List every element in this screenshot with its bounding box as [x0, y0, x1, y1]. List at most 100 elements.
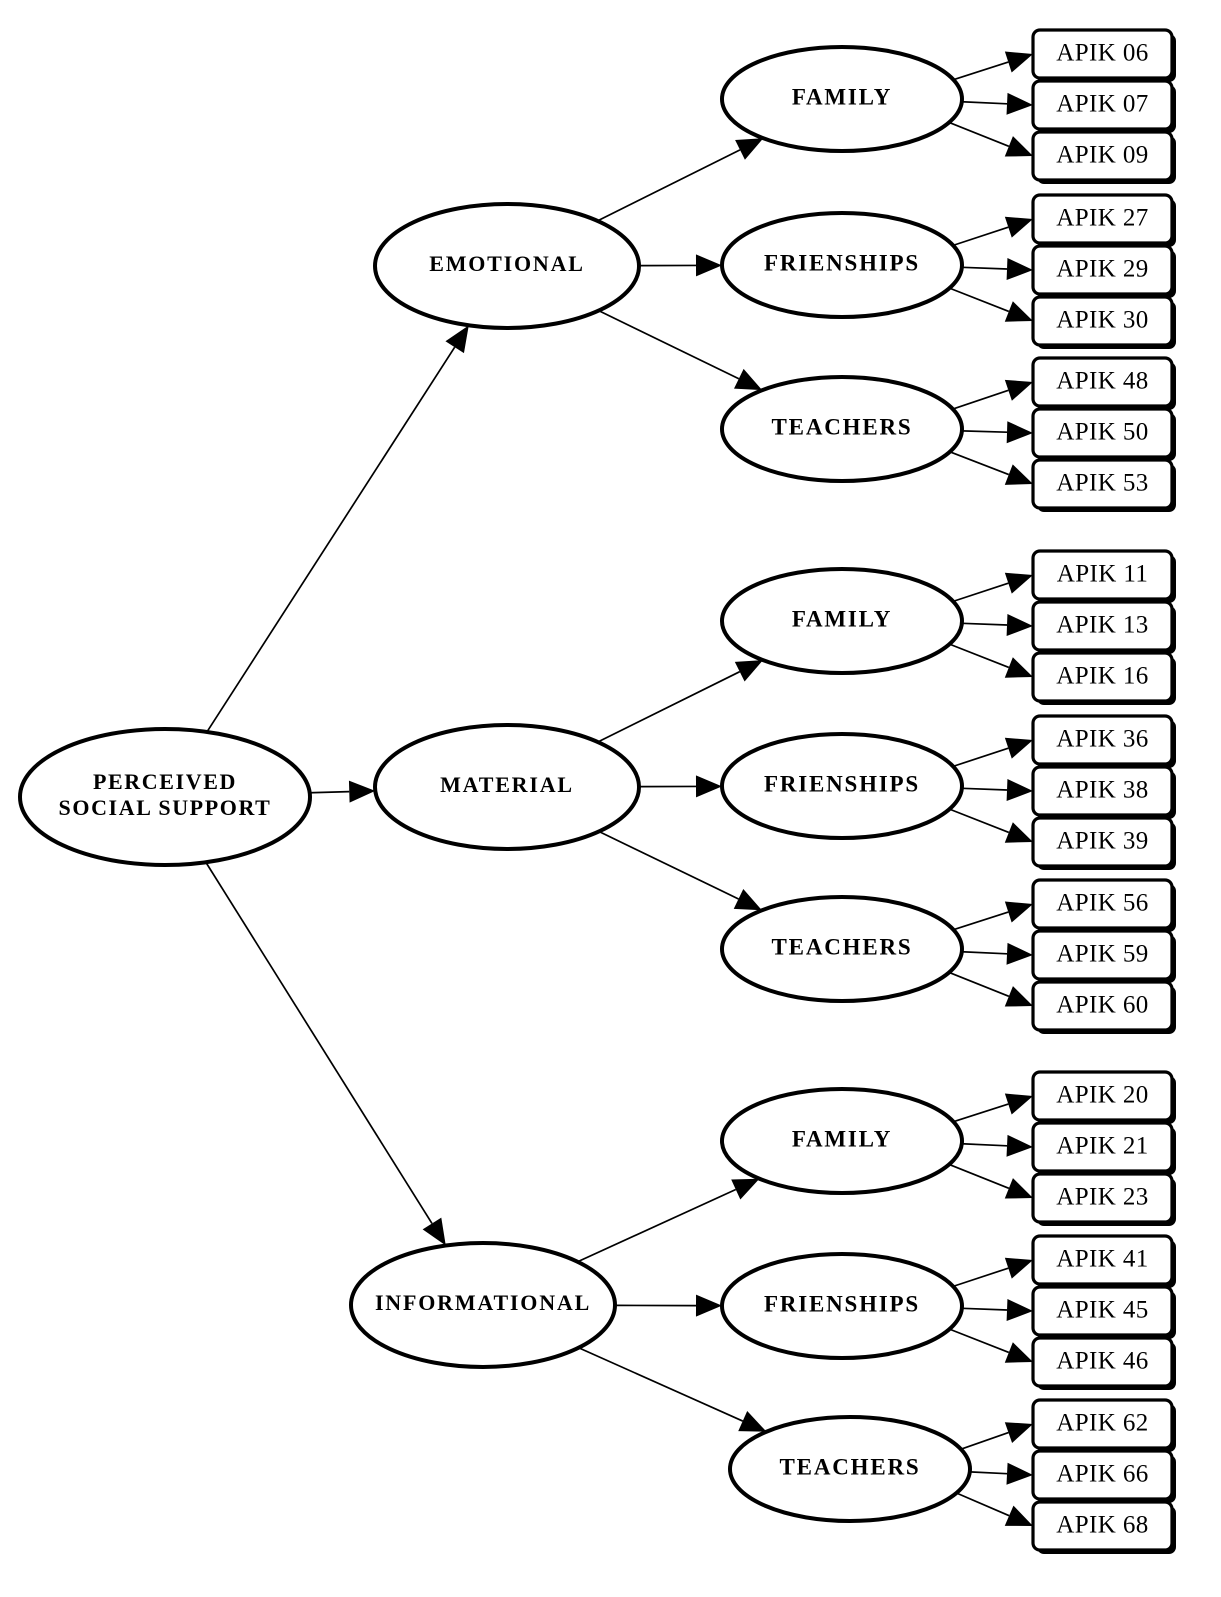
indicator-label: APIK 39: [1056, 828, 1148, 855]
node-material-family-label: FAMILY: [792, 606, 892, 631]
node-informational-friendships[interactable]: FRIENSHIPS: [720, 1252, 964, 1360]
node-informational-teachers[interactable]: TEACHERS: [728, 1415, 972, 1523]
node-informational-teachers-label: TEACHERS: [780, 1454, 921, 1479]
node-material-label: MATERIAL: [440, 772, 574, 797]
indicator-label: APIK 30: [1056, 307, 1148, 334]
indicator-label: APIK 23: [1056, 1184, 1148, 1211]
node-material-teachers[interactable]: TEACHERS: [720, 895, 964, 1003]
node-emotional-friendships-label: FRIENSHIPS: [764, 250, 920, 275]
indicator-label: APIK 46: [1056, 1348, 1148, 1375]
indicator-apik-50[interactable]: APIK 50: [1031, 407, 1176, 461]
indicator-apik-29[interactable]: APIK 29: [1031, 244, 1176, 298]
node-material-friendships[interactable]: FRIENSHIPS: [720, 732, 964, 840]
indicator-box: [1031, 1070, 1174, 1122]
indicator-label: APIK 38: [1056, 777, 1148, 804]
arrow-head: [1004, 51, 1033, 73]
indicator-box: [1031, 878, 1174, 930]
indicator-label: APIK 60: [1056, 992, 1148, 1019]
node-material-friendships-ellipse: [720, 732, 964, 840]
node-material-ellipse: [373, 723, 641, 851]
indicator-apik-07[interactable]: APIK 07: [1031, 79, 1176, 133]
node-material-teachers-label: TEACHERS: [772, 934, 913, 959]
node-emotional-family-ellipse: [720, 45, 964, 153]
indicator-apik-39[interactable]: APIK 39: [1031, 816, 1176, 870]
indicator-apik-11[interactable]: APIK 11: [1031, 549, 1176, 603]
arrow-head: [1006, 614, 1033, 637]
node-perceived-social-support-ellipse: [18, 727, 312, 867]
node-emotional-teachers-label: TEACHERS: [772, 414, 913, 439]
arrow-head: [445, 325, 469, 354]
arrow-head: [733, 368, 763, 391]
node-material-teachers-ellipse: [720, 895, 964, 1003]
indicator-apik-16[interactable]: APIK 16: [1031, 651, 1176, 705]
node-emotional-family[interactable]: FAMILY: [720, 45, 964, 153]
indicator-box: [1031, 816, 1174, 868]
indicator-apik-46[interactable]: APIK 46: [1031, 1336, 1176, 1390]
indicator-apik-38[interactable]: APIK 38: [1031, 765, 1176, 819]
indicator-apik-41[interactable]: APIK 41: [1031, 1234, 1176, 1288]
indicator-label: APIK 06: [1056, 40, 1148, 67]
indicator-apik-62[interactable]: APIK 62: [1031, 1398, 1176, 1452]
arrow-head: [1004, 822, 1033, 843]
indicator-apik-59[interactable]: APIK 59: [1031, 929, 1176, 983]
indicator-apik-48[interactable]: APIK 48: [1031, 356, 1176, 410]
indicator-label: APIK 27: [1056, 205, 1148, 232]
arrow-head: [695, 1294, 723, 1317]
indicator-apik-45[interactable]: APIK 45: [1031, 1285, 1176, 1339]
indicator-apik-23[interactable]: APIK 23: [1031, 1172, 1176, 1226]
indicator-box: [1031, 1449, 1174, 1501]
indicator-apik-13[interactable]: APIK 13: [1031, 600, 1176, 654]
arrow-head: [1004, 1178, 1033, 1199]
node-emotional-friendships[interactable]: FRIENSHIPS: [720, 211, 964, 319]
indicator-box: [1031, 651, 1174, 703]
node-emotional-teachers[interactable]: TEACHERS: [720, 375, 964, 483]
arrow-head: [733, 889, 762, 911]
node-material[interactable]: MATERIAL: [373, 723, 641, 851]
indicator-box: [1031, 193, 1174, 245]
indicator-label: APIK 07: [1056, 91, 1148, 118]
indicator-box: [1031, 407, 1174, 459]
arrow-head: [1004, 136, 1033, 157]
indicator-label: APIK 11: [1057, 561, 1148, 588]
node-material-family[interactable]: FAMILY: [720, 567, 964, 675]
indicator-box: [1031, 28, 1174, 80]
node-emotional[interactable]: EMOTIONAL: [373, 202, 641, 330]
node-informational-ellipse: [349, 1241, 617, 1369]
node-informational[interactable]: INFORMATIONAL: [349, 1241, 617, 1369]
indicator-apik-60[interactable]: APIK 60: [1031, 980, 1176, 1034]
indicator-label: APIK 62: [1056, 1410, 1148, 1437]
indicator-label: APIK 50: [1056, 419, 1148, 446]
arrow-head: [1006, 1299, 1033, 1322]
indicator-box: [1031, 765, 1174, 817]
indicator-label: APIK 09: [1056, 142, 1148, 169]
indicator-apik-68[interactable]: APIK 68: [1031, 1500, 1176, 1554]
indicator-box: [1031, 1234, 1174, 1286]
node-emotional-family-label: FAMILY: [792, 84, 892, 109]
node-informational-family[interactable]: FAMILY: [720, 1087, 964, 1195]
node-emotional-teachers-ellipse: [720, 375, 964, 483]
node-informational-label: INFORMATIONAL: [375, 1290, 591, 1315]
indicator-label: APIK 66: [1056, 1461, 1148, 1488]
indicator-apik-20[interactable]: APIK 20: [1031, 1070, 1176, 1124]
indicator-box: [1031, 980, 1174, 1032]
indicator-apik-53[interactable]: APIK 53: [1031, 458, 1176, 512]
indicator-apik-21[interactable]: APIK 21: [1031, 1121, 1176, 1175]
indicator-box: [1031, 549, 1174, 601]
arrow-head: [1004, 1093, 1033, 1115]
indicator-apik-30[interactable]: APIK 30: [1031, 295, 1176, 349]
indicator-apik-06[interactable]: APIK 06: [1031, 28, 1176, 82]
indicator-apik-09[interactable]: APIK 09: [1031, 130, 1176, 184]
indicator-apik-27[interactable]: APIK 27: [1031, 193, 1176, 247]
indicator-box: [1031, 295, 1174, 347]
arrow-head: [1004, 1342, 1033, 1363]
indicator-apik-56[interactable]: APIK 56: [1031, 878, 1176, 932]
indicator-box: [1031, 130, 1174, 182]
arrow-head: [1004, 572, 1033, 594]
indicator-label: APIK 20: [1056, 1082, 1148, 1109]
indicator-apik-36[interactable]: APIK 36: [1031, 714, 1176, 768]
indicator-apik-66[interactable]: APIK 66: [1031, 1449, 1176, 1503]
node-informational-friendships-label: FRIENSHIPS: [764, 1291, 920, 1316]
indicator-label: APIK 68: [1056, 1512, 1148, 1539]
